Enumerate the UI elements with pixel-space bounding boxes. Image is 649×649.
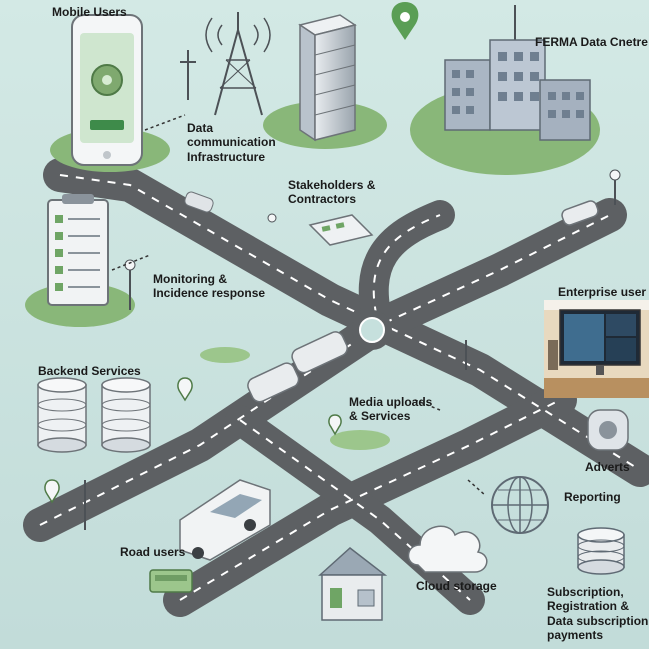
small-vehicle-icon — [149, 569, 193, 593]
car-icon — [184, 191, 599, 403]
label-data-communication-line2: communication — [187, 135, 276, 150]
stakeholder-device-icon — [308, 214, 374, 246]
location-pin-icon — [391, 2, 419, 40]
utility-pole-icon — [180, 50, 196, 100]
label-subscription-line1: Subscription, — [547, 585, 624, 599]
label-stakeholders-line2: Contractors — [288, 192, 357, 207]
label-subscription-line4: payments — [547, 628, 604, 643]
label-reporting: Reporting — [564, 490, 621, 504]
office-buildings-icon — [444, 5, 591, 141]
small-pin-icons — [44, 213, 342, 504]
label-cloud-storage: Cloud storage — [416, 579, 497, 593]
tower-icon — [205, 12, 271, 116]
dashed-link-phone — [144, 114, 186, 131]
label-data-communication: Data communication Infrastructure — [187, 121, 276, 164]
house-icon — [318, 547, 388, 621]
label-media-uploads-line2: & Services — [349, 409, 411, 424]
label-data-communication-line1: Data — [187, 121, 214, 135]
label-stakeholders-line1: Stakeholders & — [288, 178, 376, 192]
cloud-icon — [407, 525, 488, 573]
label-subscription-line2: Registration & — [547, 599, 630, 614]
label-mobile-users: Mobile Users — [52, 5, 127, 19]
lane-mark-main — [59, 174, 641, 471]
label-subscription-line3: Data subscription — [547, 613, 649, 628]
label-backend-services: Backend Services — [38, 364, 141, 378]
phone-icon — [71, 14, 143, 166]
server-tower-icon — [298, 14, 357, 142]
label-data-centre: FERMA Data Cnetre — [535, 35, 648, 49]
dashed-links — [111, 254, 486, 496]
van-icon — [179, 479, 271, 561]
lane-mark-curve — [372, 214, 441, 331]
coins-icon — [577, 527, 625, 575]
label-stakeholders: Stakeholders & Contractors — [288, 178, 375, 207]
road-lower-branch — [225, 405, 485, 615]
adverts-icon — [587, 409, 629, 451]
label-media-uploads: Media uploads & Services — [349, 395, 432, 424]
street-light-icon — [84, 169, 621, 530]
database-icon — [37, 377, 151, 453]
road-network — [23, 158, 649, 617]
label-adverts: Adverts — [585, 460, 630, 474]
grass-mid — [200, 347, 250, 363]
grass-media — [330, 430, 390, 450]
globe-icon — [491, 476, 549, 534]
label-media-uploads-line1: Media uploads — [349, 395, 433, 409]
label-data-communication-line3: Infrastructure — [187, 149, 266, 164]
roundabout-island — [359, 317, 385, 343]
lane-mark-lower — [179, 399, 561, 601]
label-monitoring: Monitoring & Incidence response — [153, 272, 265, 301]
clipboard-icon — [47, 194, 109, 306]
label-monitoring-line2: Incidence response — [153, 286, 266, 301]
label-road-users: Road users — [120, 545, 186, 559]
workstation-icon — [544, 300, 649, 398]
lane-mark-cross — [39, 214, 611, 526]
label-monitoring-line1: Monitoring & — [153, 272, 227, 286]
label-enterprise-user: Enterprise user — [558, 285, 647, 299]
label-subscription: Subscription, Registration & Data subscr… — [547, 585, 648, 643]
